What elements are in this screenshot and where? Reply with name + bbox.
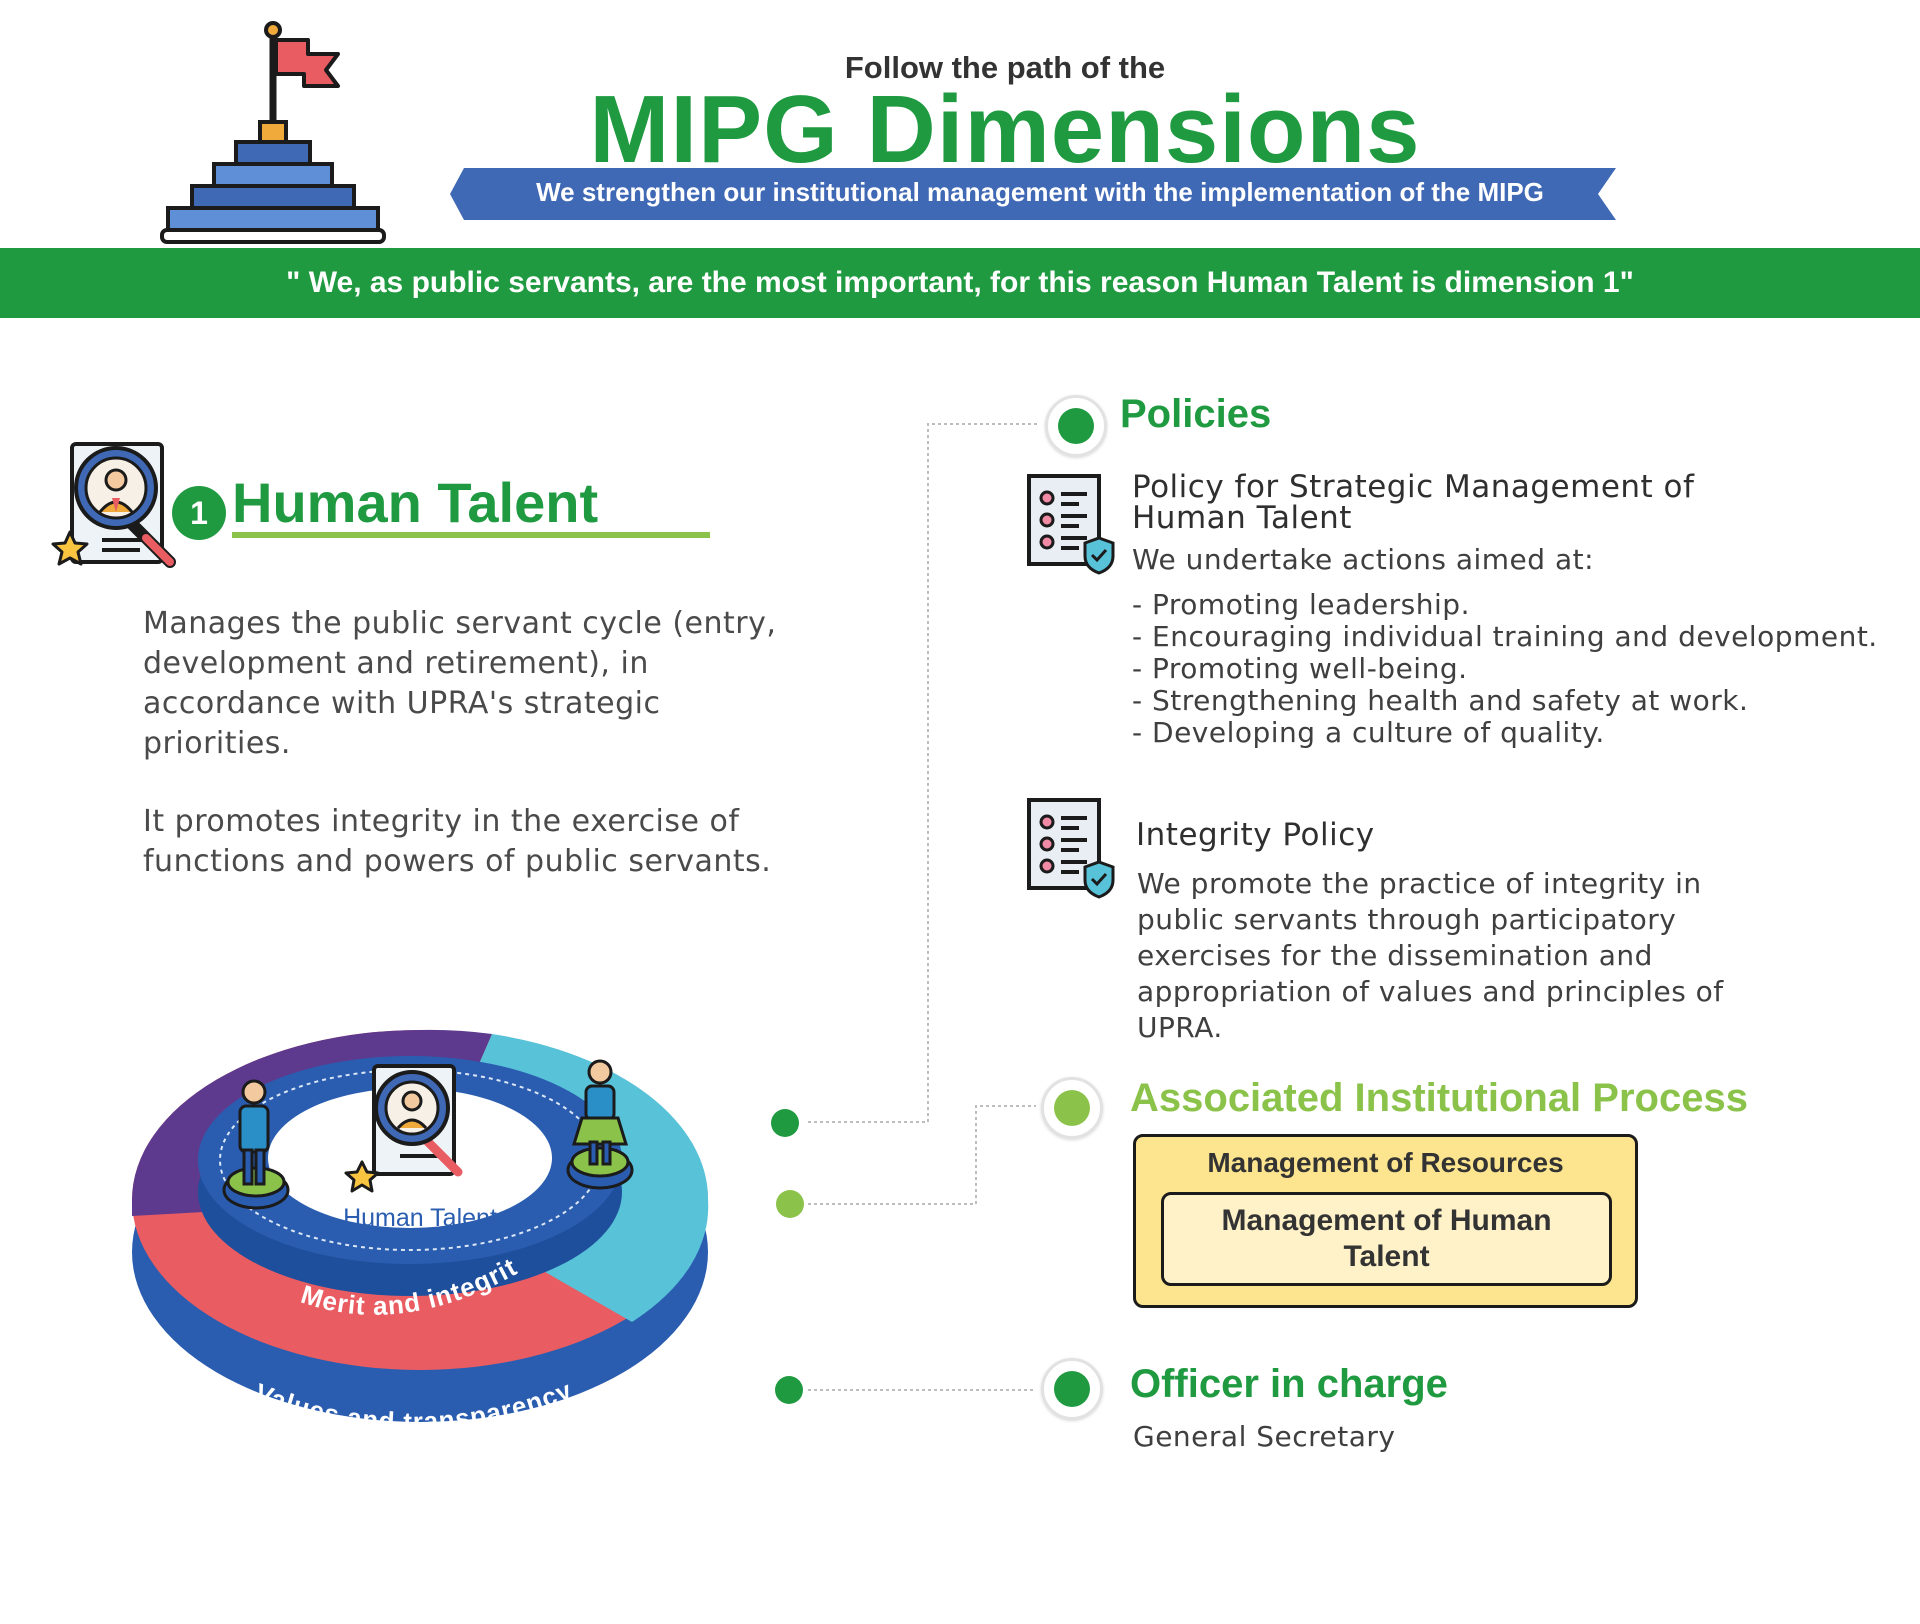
ring-diagram: Values and transparency Merit and integr… [60, 1010, 709, 1437]
connector-dot [776, 1190, 804, 1218]
process-child-label: Management of Human Talent [1221, 1204, 1552, 1273]
title-underline [232, 532, 710, 538]
dimension-description: Manages the public servant cycle (entry,… [143, 606, 777, 761]
shield-icon [1083, 536, 1115, 575]
process-parent-label: Management of Resources [1207, 1147, 1564, 1178]
list-item: - Promoting well-being. [1132, 652, 1468, 685]
policy-list: - Promoting leadership. - Encouraging in… [1132, 589, 1878, 749]
talent-search-icon [51, 442, 176, 568]
ribbon-text: We strengthen our institutional manageme… [536, 177, 1544, 207]
section-bullet [1041, 1077, 1103, 1139]
list-item: - Promoting leadership. [1132, 588, 1470, 621]
page-title: MIPG Dimensions [589, 76, 1421, 183]
process-box: Management of Resources Management of Hu… [1133, 1134, 1638, 1308]
talent-search-icon [344, 1064, 463, 1193]
ribbon-banner [450, 168, 1616, 220]
list-item: - Encouraging individual training and de… [1132, 620, 1878, 653]
officer-name: General Secretary [1133, 1420, 1396, 1453]
dimension-description: It promotes integrity in the exercise of… [143, 804, 772, 879]
policy-description: We promote the practice of integrity in … [1137, 867, 1724, 1044]
section-bullet [1041, 1358, 1103, 1420]
person-icon [566, 1059, 634, 1190]
header-kicker: Follow the path of the [844, 50, 1166, 85]
quote-bar: " We, as public servants, are the most i… [0, 248, 1920, 318]
shield-icon [1083, 860, 1115, 899]
quote-text: " We, as public servants, are the most i… [286, 266, 1634, 299]
section-title-officer: Officer in charge [1130, 1362, 1448, 1406]
policy-title: Integrity Policy [1136, 817, 1375, 853]
person-icon [222, 1079, 290, 1210]
policy-intro: We undertake actions aimed at: [1132, 543, 1595, 576]
section-title-policies: Policies [1120, 392, 1272, 436]
dimension-title: Human Talent [232, 471, 599, 534]
policy-title: Policy for Strategic Management of Human… [1132, 469, 1695, 536]
policy-document-icon [1027, 474, 1115, 575]
list-item: - Developing a culture of quality. [1132, 716, 1605, 749]
process-child-box: Management of Human Talent [1161, 1192, 1612, 1286]
section-title-process: Associated Institutional Process [1130, 1076, 1748, 1120]
section-bullet [1045, 395, 1107, 457]
ring-center-label: Human Talent [343, 1204, 497, 1232]
list-item: - Strengthening health and safety at wor… [1132, 684, 1749, 717]
flag-pyramid-icon [160, 21, 386, 244]
policy-document-icon [1027, 798, 1115, 899]
dimension-number-badge: 1 [172, 486, 226, 540]
